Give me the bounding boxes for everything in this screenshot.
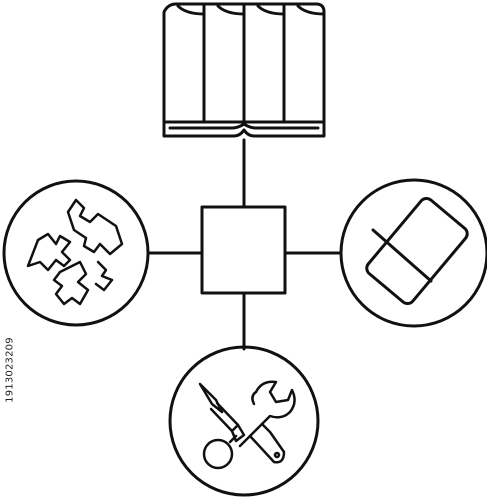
tools-icon-group <box>168 345 320 497</box>
bottom-circle <box>168 345 320 497</box>
puzzle-pieces-icon <box>26 198 124 306</box>
hub-square-icon <box>200 205 287 295</box>
right-circle <box>339 178 487 328</box>
connector-lines <box>146 138 342 351</box>
left-circle <box>2 179 150 327</box>
watermark-id-text: 1913023209 <box>4 337 16 403</box>
tablet-device-icon <box>365 196 469 306</box>
tablet-icon-group <box>339 178 487 328</box>
watermark-id: 1913023209 <box>0 310 20 430</box>
puzzle-icon-group <box>2 179 150 327</box>
books-icon <box>162 2 326 138</box>
wrench-screwdriver-icon <box>198 380 296 470</box>
